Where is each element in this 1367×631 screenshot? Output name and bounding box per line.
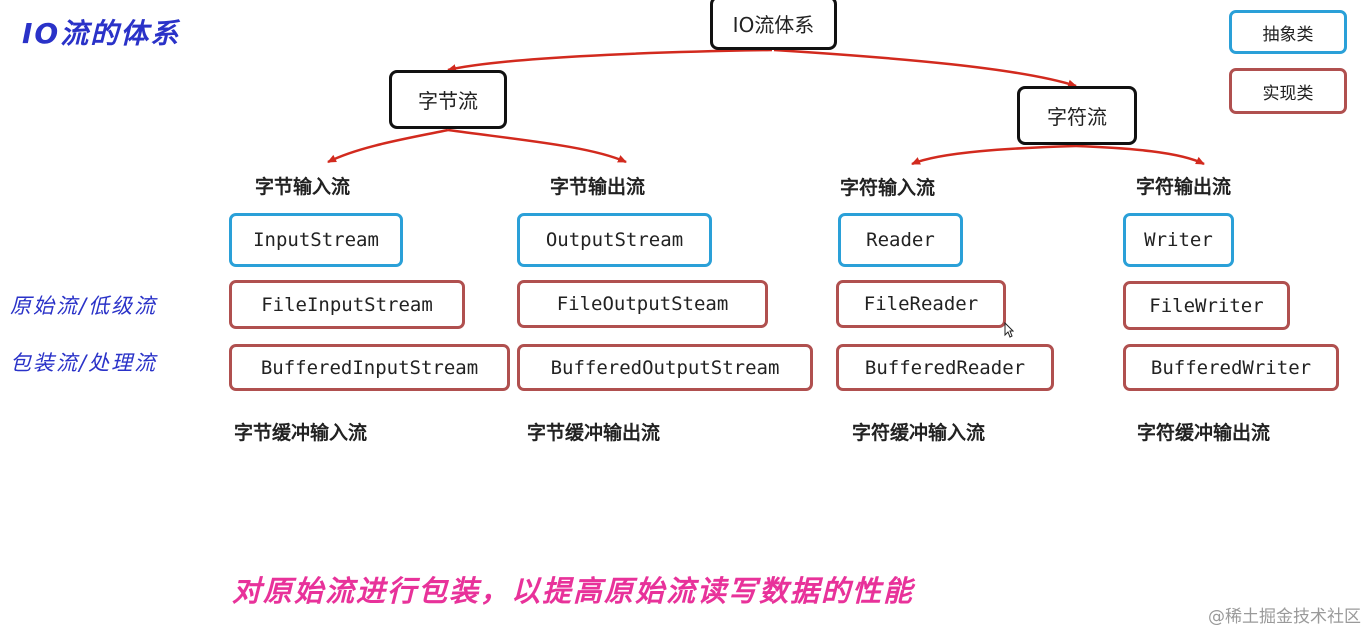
mouse-cursor-icon [1004, 322, 1014, 338]
annotation-note: 对原始流进行包装，以提高原始流读写数据的性能 [232, 574, 915, 608]
arrow-char-to-input [911, 144, 1077, 166]
class-fileinputstream: FileInputStream [229, 280, 465, 329]
legend-concrete: 实现类 [1229, 68, 1347, 114]
label-byte-buffered-input: 字节缓冲输入流 [234, 422, 368, 444]
arrow-byte-to-output [447, 128, 627, 164]
label-byte-buffered-output: 字节缓冲输出流 [527, 422, 661, 444]
arrow-char-to-output [1075, 144, 1205, 166]
class-bufferedinputstream: BufferedInputStream [229, 344, 510, 391]
class-bufferedoutputstream: BufferedOutputStream [517, 344, 813, 391]
class-bufferedwriter: BufferedWriter [1123, 344, 1339, 391]
byte-stream-node: 字节流 [389, 70, 507, 129]
watermark: @稀土掘金技术社区 [1208, 607, 1361, 627]
class-filewriter: FileWriter [1123, 281, 1290, 330]
class-writer: Writer [1123, 213, 1234, 267]
category-byte-output: 字节输出流 [550, 176, 646, 198]
char-stream-node: 字符流 [1017, 86, 1137, 145]
class-bufferedreader: BufferedReader [836, 344, 1054, 391]
category-char-output: 字符输出流 [1136, 176, 1232, 198]
category-byte-input: 字节输入流 [255, 176, 351, 198]
arrow-root-to-byte [447, 48, 773, 73]
class-fileoutputsteam: FileOutputSteam [517, 280, 768, 328]
root-node: IO流体系 [710, 0, 837, 50]
label-char-buffered-input: 字符缓冲输入流 [852, 422, 986, 444]
side-label-raw: 原始流/低级流 [10, 294, 158, 318]
page-title: IO流的体系 [22, 17, 181, 50]
arrow-root-to-char [773, 48, 1077, 88]
class-reader: Reader [838, 213, 963, 267]
class-inputstream: InputStream [229, 213, 403, 267]
arrow-byte-to-input [327, 128, 449, 164]
class-outputstream: OutputStream [517, 213, 712, 267]
legend-abstract: 抽象类 [1229, 10, 1347, 54]
class-filereader: FileReader [836, 280, 1006, 328]
side-label-wrapper: 包装流/处理流 [10, 351, 158, 375]
label-char-buffered-output: 字符缓冲输出流 [1137, 422, 1271, 444]
category-char-input: 字符输入流 [840, 177, 936, 199]
